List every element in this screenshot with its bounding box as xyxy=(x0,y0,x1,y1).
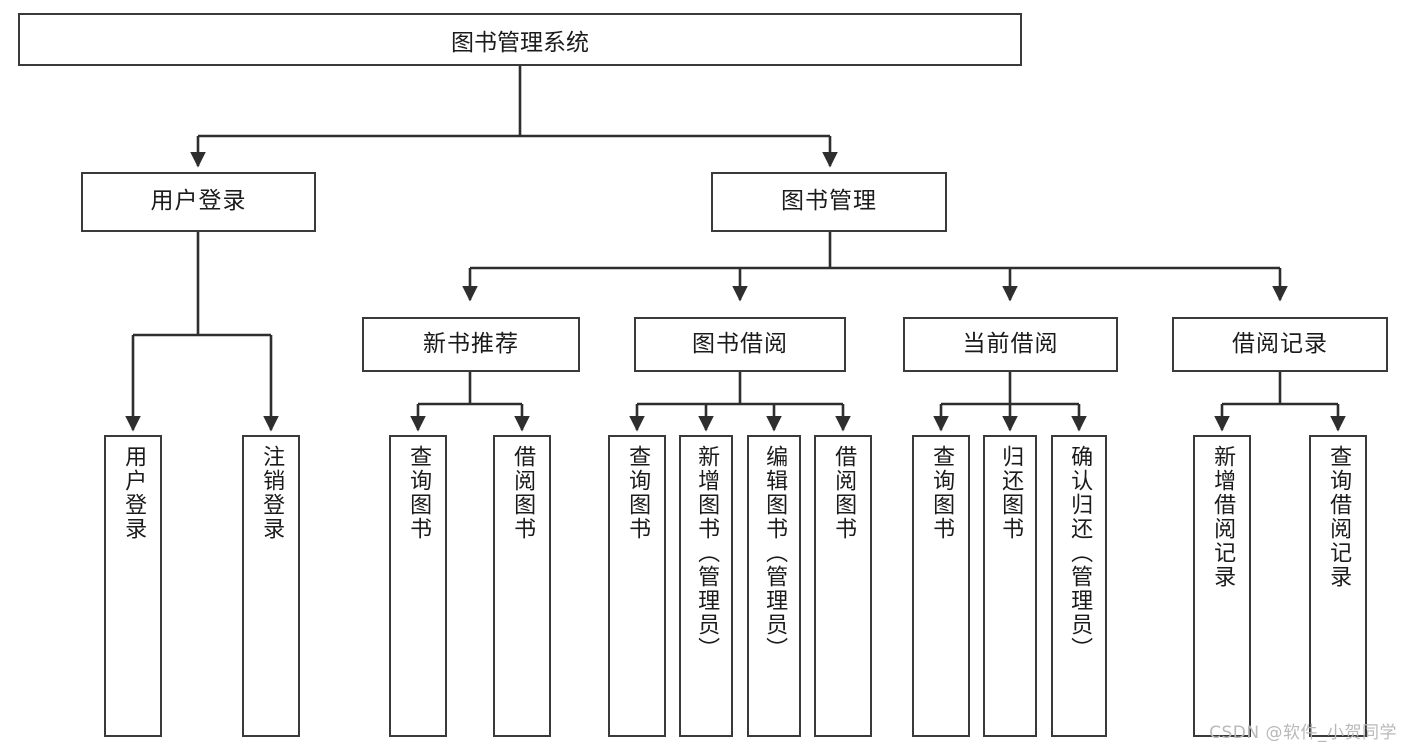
node-book-manage-label: 图书管理 xyxy=(781,188,877,215)
leaf-user-login-label: 用户登录 xyxy=(121,445,147,541)
leaf-cb-query-book-label: 查询图书 xyxy=(929,445,955,541)
leaf-bb-edit-book[interactable]: 编辑图书（管理员） xyxy=(747,435,801,737)
node-current-borrow[interactable]: 当前借阅 xyxy=(903,317,1118,372)
leaf-bb-query-book[interactable]: 查询图书 xyxy=(608,435,666,737)
leaf-br-add-record[interactable]: 新增借阅记录 xyxy=(1193,435,1251,737)
leaf-bb-borrow-book[interactable]: 借阅图书 xyxy=(814,435,872,737)
leaf-nb-query-book[interactable]: 查询图书 xyxy=(389,435,447,737)
node-book-borrow-label: 图书借阅 xyxy=(692,330,788,357)
node-borrow-record-label: 借阅记录 xyxy=(1232,330,1328,357)
leaf-user-login[interactable]: 用户登录 xyxy=(104,435,162,737)
leaf-nb-query-book-label: 查询图书 xyxy=(406,445,432,541)
leaf-br-query-record-label: 查询借阅记录 xyxy=(1326,445,1352,589)
leaf-logout[interactable]: 注销登录 xyxy=(242,435,300,737)
node-new-book-recommend-label: 新书推荐 xyxy=(423,330,519,357)
node-root-system[interactable]: 图书管理系统 xyxy=(18,13,1022,66)
leaf-logout-label: 注销登录 xyxy=(259,445,285,541)
node-book-manage[interactable]: 图书管理 xyxy=(711,172,947,232)
leaf-cb-query-book[interactable]: 查询图书 xyxy=(912,435,970,737)
node-borrow-record[interactable]: 借阅记录 xyxy=(1172,317,1388,372)
leaf-cb-confirm-return[interactable]: 确认归还（管理员） xyxy=(1051,435,1107,737)
node-root-label: 图书管理系统 xyxy=(451,29,589,56)
leaf-bb-borrow-book-label: 借阅图书 xyxy=(831,445,857,541)
watermark: CSDN @软件_小贺同学 xyxy=(1209,723,1397,743)
leaf-br-add-record-label: 新增借阅记录 xyxy=(1210,445,1236,589)
leaf-cb-return-book-label: 归还图书 xyxy=(998,445,1024,541)
leaf-cb-return-book[interactable]: 归还图书 xyxy=(983,435,1037,737)
leaf-bb-add-book[interactable]: 新增图书（管理员） xyxy=(679,435,733,737)
node-user-login[interactable]: 用户登录 xyxy=(81,172,316,232)
leaf-br-query-record[interactable]: 查询借阅记录 xyxy=(1309,435,1367,737)
node-current-borrow-label: 当前借阅 xyxy=(962,330,1059,357)
node-new-book-recommend[interactable]: 新书推荐 xyxy=(362,317,580,372)
leaf-bb-edit-book-label: 编辑图书（管理员） xyxy=(762,445,788,661)
leaf-cb-confirm-return-label: 确认归还（管理员） xyxy=(1067,445,1093,661)
leaf-nb-borrow-book-label: 借阅图书 xyxy=(510,445,536,541)
leaf-nb-borrow-book[interactable]: 借阅图书 xyxy=(493,435,551,737)
node-book-borrow[interactable]: 图书借阅 xyxy=(634,317,846,372)
leaf-bb-add-book-label: 新增图书（管理员） xyxy=(694,445,720,661)
leaf-bb-query-book-label: 查询图书 xyxy=(625,445,651,541)
node-user-login-label: 用户登录 xyxy=(150,188,247,215)
